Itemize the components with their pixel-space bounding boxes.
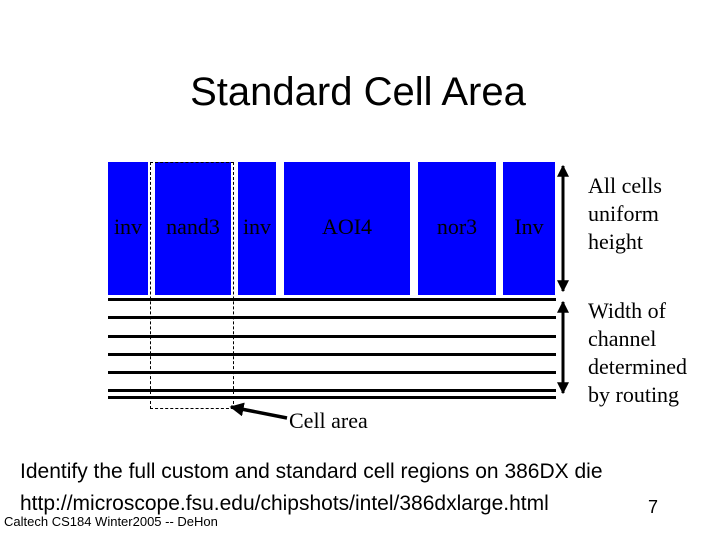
channel-line (108, 371, 556, 374)
cell-inv-2: inv (238, 162, 276, 295)
channel-width-label: Width of channel determined by routing (588, 298, 687, 407)
uniform-height-label: All cells uniform height (588, 173, 662, 254)
footer-line-1: Identify the full custom and standard ce… (20, 460, 603, 483)
cell-area-label: Cell area (289, 408, 368, 433)
channel-line (108, 389, 556, 392)
course-credit: Caltech CS184 Winter2005 -- DeHon (4, 514, 218, 529)
cell-area-arrow (229, 402, 288, 420)
cell-area-outline (150, 162, 234, 409)
channel-line (108, 298, 556, 301)
channel-line (108, 316, 556, 319)
footer-link[interactable]: http://microscope.fsu.edu/chipshots/inte… (20, 492, 549, 515)
channel-line (108, 335, 556, 338)
channel-line (108, 353, 556, 356)
page-number: 7 (648, 497, 659, 517)
cell-nor3: nor3 (418, 162, 496, 295)
cell-inv: inv (108, 162, 148, 295)
slide-title: Standard Cell Area (190, 70, 526, 114)
cell-nand3: nand3 (155, 162, 231, 295)
channel-line (108, 396, 556, 399)
cell-aoi4: AOI4 (284, 162, 410, 295)
cell-inv-3: Inv (503, 162, 555, 295)
